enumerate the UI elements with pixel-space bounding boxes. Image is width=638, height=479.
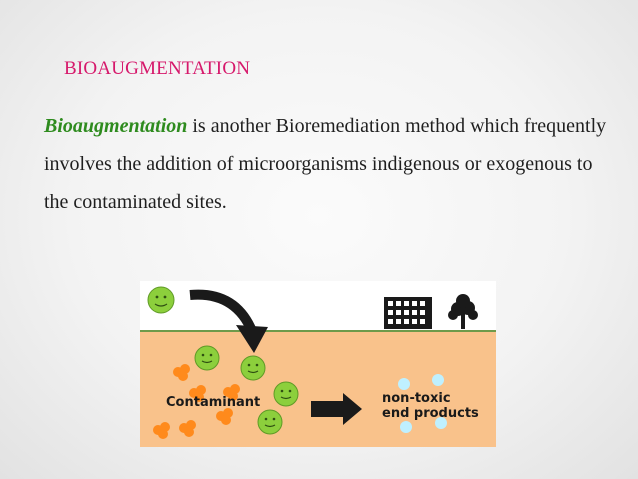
slide-body: Bioaugmentation is another Bioremediatio… [44,107,614,221]
tree-icon [448,294,478,329]
bioaugmentation-diagram: Contaminant non-toxic end products [140,281,496,447]
slide-title: BIOAUGMENTATION [64,58,251,79]
arrow-icon [311,393,362,425]
product-bubble-icon [398,374,447,433]
diagram-illustration [140,286,496,447]
microbe-icon [273,381,299,407]
products-line-2: end products [382,406,479,421]
microbe-icon [194,345,220,371]
end-products-label: non-toxic end products [382,391,479,421]
microbe-icon [147,286,175,314]
arrow-icon [189,289,268,353]
contaminant-blob-icon [216,408,233,425]
contaminant-blob-icon [223,384,240,401]
contaminant-blob-icon [189,385,206,402]
contaminant-label: Contaminant [166,395,261,410]
microbe-icon [257,409,283,435]
building-icon [384,297,432,329]
microbe-icon [240,355,266,381]
lead-term: Bioaugmentation [44,115,188,137]
contaminant-blob-icon [179,420,196,437]
body-rest: is another Bioremediation method which f… [44,115,607,213]
contaminant-blob-icon [153,422,170,439]
contaminant-blob-icon [173,364,190,381]
products-line-1: non-toxic [382,391,451,406]
